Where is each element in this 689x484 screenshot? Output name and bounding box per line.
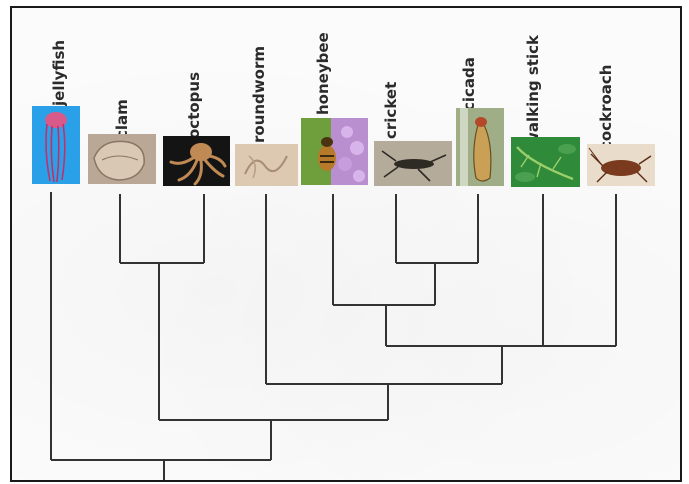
cladogram-frame: jellyfish clam octopus roundworm honeybe… xyxy=(10,6,682,482)
cladogram-tree xyxy=(12,8,680,480)
